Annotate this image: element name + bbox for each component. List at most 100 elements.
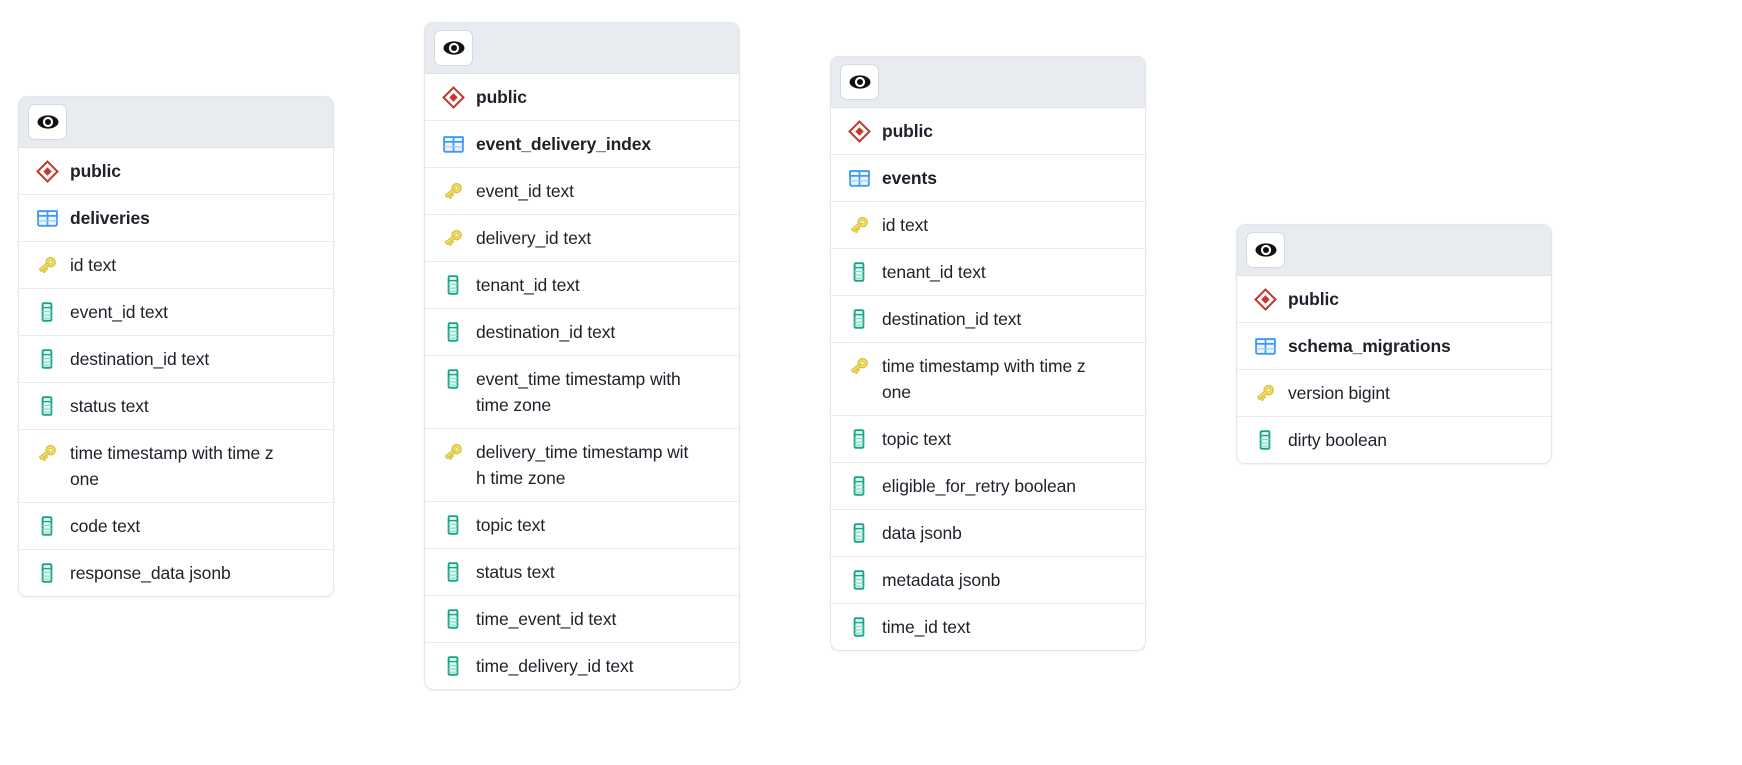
column-row[interactable]: event_id text [425,168,739,215]
schema-row[interactable]: public [1237,276,1551,323]
column-row-label: code text [70,516,141,536]
column-icon [441,320,465,344]
column-icon [441,513,465,537]
column-row-label: topic text [882,429,952,449]
column-row[interactable]: tenant_id text [425,262,739,309]
column-row-label: destination_id text [882,309,1022,329]
table-name-row[interactable]: deliveries [19,195,333,242]
column-icon [1253,428,1277,452]
column-row[interactable]: delivery_time timestamp wit h time zone [425,429,739,502]
schema-row[interactable]: public [19,148,333,195]
primary-key-icon [847,354,871,378]
table-grid-icon [1253,334,1277,358]
column-row[interactable]: destination_id text [425,309,739,356]
column-row[interactable]: data jsonb [831,510,1145,557]
table-rows: public schema_migrations version bigint … [1237,276,1551,463]
column-row-label: metadata jsonb [882,570,1001,590]
primary-key-icon [441,226,465,250]
column-row[interactable]: version bigint [1237,370,1551,417]
column-row[interactable]: delivery_id text [425,215,739,262]
table-card-deliveries[interactable]: public deliveries id text event_id text … [18,96,334,597]
column-row[interactable]: time timestamp with time z one [19,430,333,503]
column-icon [35,514,59,538]
column-row-label: version bigint [1288,383,1390,403]
column-row[interactable]: code text [19,503,333,550]
schema-diamond-icon [441,85,465,109]
column-row-label: data jsonb [882,523,962,543]
table-card-header [425,23,739,74]
column-icon [441,367,465,391]
table-grid-icon [847,166,871,190]
column-row[interactable]: status text [19,383,333,430]
column-row-label: time timestamp with time z one [882,356,1086,402]
column-icon [847,307,871,331]
table-name-row-label: event_delivery_index [476,134,652,154]
column-icon [35,561,59,585]
column-row-label: status text [70,396,149,416]
eye-icon [36,110,60,134]
column-row[interactable]: metadata jsonb [831,557,1145,604]
visibility-toggle-button[interactable] [840,64,879,100]
column-icon [847,427,871,451]
table-card-header [19,97,333,148]
table-card-header [831,57,1145,108]
column-row[interactable]: destination_id text [831,296,1145,343]
table-name-row[interactable]: schema_migrations [1237,323,1551,370]
table-card-schema_migrations[interactable]: public schema_migrations version bigint … [1236,224,1552,464]
column-row-label: event_id text [476,181,574,201]
column-row[interactable]: id text [831,202,1145,249]
schema-diamond-icon [35,159,59,183]
column-row[interactable]: response_data jsonb [19,550,333,596]
column-row[interactable]: destination_id text [19,336,333,383]
column-icon [35,347,59,371]
column-row[interactable]: time_delivery_id text [425,643,739,689]
column-row[interactable]: dirty boolean [1237,417,1551,463]
table-rows: public events id text tenant_id text des… [831,108,1145,650]
schema-row[interactable]: public [425,74,739,121]
primary-key-icon [441,179,465,203]
column-icon [847,521,871,545]
schema-diamond-icon [847,119,871,143]
column-row[interactable]: topic text [425,502,739,549]
table-card-event_delivery_index[interactable]: public event_delivery_index event_id tex… [424,22,740,690]
column-row[interactable]: tenant_id text [831,249,1145,296]
column-row[interactable]: id text [19,242,333,289]
primary-key-icon [35,253,59,277]
column-row-label: time_event_id text [476,609,617,629]
visibility-toggle-button[interactable] [1246,232,1285,268]
table-grid-icon [35,206,59,230]
column-row-label: id text [70,255,116,275]
column-row-label: topic text [476,515,546,535]
primary-key-icon [1253,381,1277,405]
table-name-row-label: deliveries [70,208,150,228]
column-row[interactable]: time_id text [831,604,1145,650]
schema-row[interactable]: public [831,108,1145,155]
schema-diamond-icon [1253,287,1277,311]
column-row[interactable]: eligible_for_retry boolean [831,463,1145,510]
table-name-row-label: schema_migrations [1288,336,1451,356]
primary-key-icon [847,213,871,237]
column-row[interactable]: topic text [831,416,1145,463]
column-icon [847,260,871,284]
column-icon [441,560,465,584]
visibility-toggle-button[interactable] [28,104,67,140]
column-row-label: id text [882,215,928,235]
column-row[interactable]: status text [425,549,739,596]
column-row-label: tenant_id text [476,275,580,295]
table-name-row[interactable]: events [831,155,1145,202]
column-row-label: status text [476,562,555,582]
column-icon [441,654,465,678]
column-row-label: delivery_time timestamp wit h time zone [476,442,689,488]
column-row-label: time_id text [882,617,971,637]
column-row[interactable]: time_event_id text [425,596,739,643]
table-name-row[interactable]: event_delivery_index [425,121,739,168]
column-row[interactable]: event_time timestamp with time zone [425,356,739,429]
column-row[interactable]: event_id text [19,289,333,336]
column-row-label: eligible_for_retry boolean [882,476,1076,496]
column-row-label: dirty boolean [1288,430,1387,450]
table-card-events[interactable]: public events id text tenant_id text des… [830,56,1146,651]
column-icon [441,273,465,297]
visibility-toggle-button[interactable] [434,30,473,66]
column-row[interactable]: time timestamp with time z one [831,343,1145,416]
column-row-label: destination_id text [70,349,210,369]
